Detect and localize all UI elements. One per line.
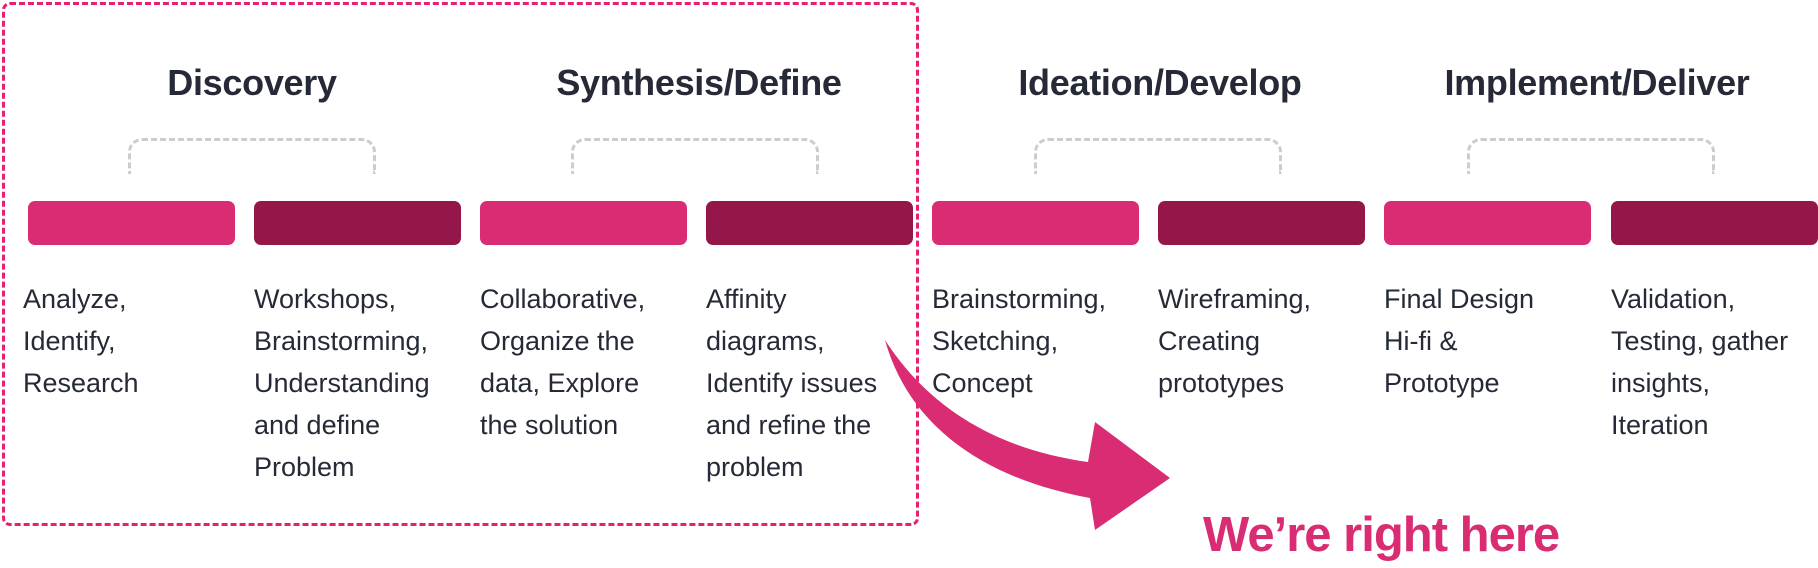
step-description-synthesis-2: Affinity diagrams, Identify issues and r…: [706, 284, 878, 482]
step-bar-ideation-1: [932, 201, 1139, 245]
step-description-implement-2: Validation, Testing, gather insights, It…: [1611, 284, 1789, 440]
current-position-label: We’re right here: [1203, 508, 1560, 562]
phase-bracket-synthesis-define: [571, 138, 819, 174]
step-description-synthesis-1: Collaborative, Organize the data, Explor…: [480, 284, 646, 440]
step-description-implement-1: Final Design Hi-fi & Prototype: [1384, 284, 1535, 398]
phase-title-discovery: Discovery: [167, 62, 337, 103]
current-progress-highlight: [2, 2, 919, 526]
step-bar-ideation-2: [1158, 201, 1365, 245]
step-bar-discovery-2: [254, 201, 461, 245]
phase-title-ideation-develop: Ideation/Develop: [1018, 62, 1302, 103]
step-description-discovery-1: Analyze, Identify, Research: [23, 284, 139, 398]
step-bar-synthesis-1: [480, 201, 687, 245]
step-bar-implement-2: [1611, 201, 1818, 245]
step-description-discovery-2: Workshops, Brainstorming, Understanding …: [254, 284, 430, 482]
phase-bracket-discovery: [128, 138, 376, 174]
step-description-ideation-2: Wireframing, Creating prototypes: [1158, 284, 1312, 398]
step-description-ideation-1: Brainstorming, Sketching, Concept: [932, 284, 1107, 398]
phase-title-implement-deliver: Implement/Deliver: [1444, 62, 1750, 103]
phase-title-synthesis-define: Synthesis/Define: [556, 62, 842, 103]
curved-arrow-icon: [885, 340, 1170, 530]
step-bar-discovery-1: [28, 201, 235, 245]
phase-bracket-implement-deliver: [1467, 138, 1715, 174]
step-bar-implement-1: [1384, 201, 1591, 245]
phase-bracket-ideation-develop: [1034, 138, 1282, 174]
step-bar-synthesis-2: [706, 201, 913, 245]
